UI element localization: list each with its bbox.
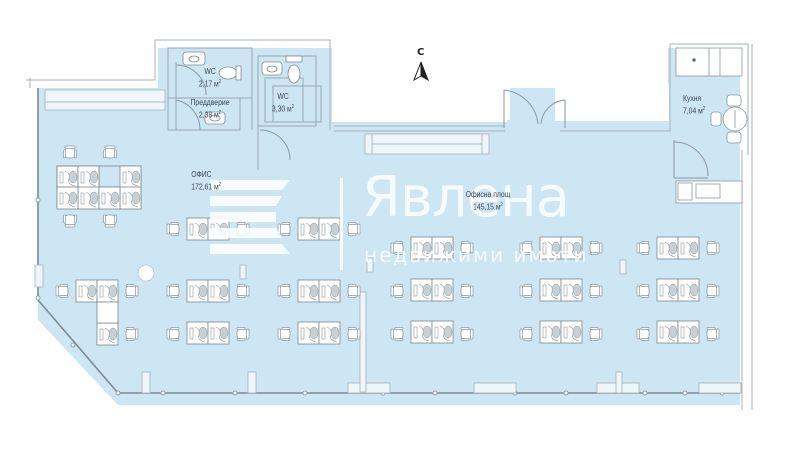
- room-area: 3,30 м: [271, 104, 292, 114]
- watermark-logo-icon: [210, 180, 290, 254]
- room-label-office-area: Офисна площ 145,15 м2: [460, 190, 516, 213]
- room-label-office: ОФИС 172,61 м2: [191, 170, 228, 193]
- office-floor: [38, 48, 740, 405]
- room-label-wc1: WC 2,17 м2: [197, 67, 223, 90]
- watermark-divider: [340, 178, 343, 270]
- room-area-unit: 2: [218, 110, 222, 116]
- room-area: 145,15 м: [473, 202, 501, 212]
- compass-north-label: С: [417, 47, 425, 58]
- north-arrow-icon: [413, 61, 429, 82]
- room-area-unit: 2: [218, 182, 222, 188]
- room-name: Кухня: [683, 94, 702, 103]
- watermark-subtitle: недвижими имоти: [364, 243, 589, 267]
- room-name: WC: [277, 92, 289, 101]
- room-area-unit: 2: [702, 106, 706, 112]
- room-area: 2,38 м: [198, 110, 219, 120]
- room-area-unit: 2: [218, 79, 222, 85]
- room-area: 2,17 м: [198, 79, 219, 89]
- room-area: 172,61 м: [191, 182, 219, 192]
- room-label-vestibule: Преддверие 2,38 м2: [185, 98, 236, 121]
- room-name: ОФИС: [191, 170, 212, 179]
- room-area-unit: 2: [500, 202, 503, 208]
- room-area: 7,04 м: [683, 106, 703, 116]
- room-name: WC: [204, 67, 216, 76]
- room-name: Офисна площ: [465, 190, 511, 199]
- room-area-unit: 2: [291, 104, 295, 110]
- room-label-wc2: WC 3,30 м2: [268, 92, 299, 115]
- room-label-kitchen: Кухня 7,04 м2: [683, 94, 717, 117]
- room-name: Преддверие: [190, 98, 230, 107]
- watermark-title: Явлена: [362, 165, 570, 230]
